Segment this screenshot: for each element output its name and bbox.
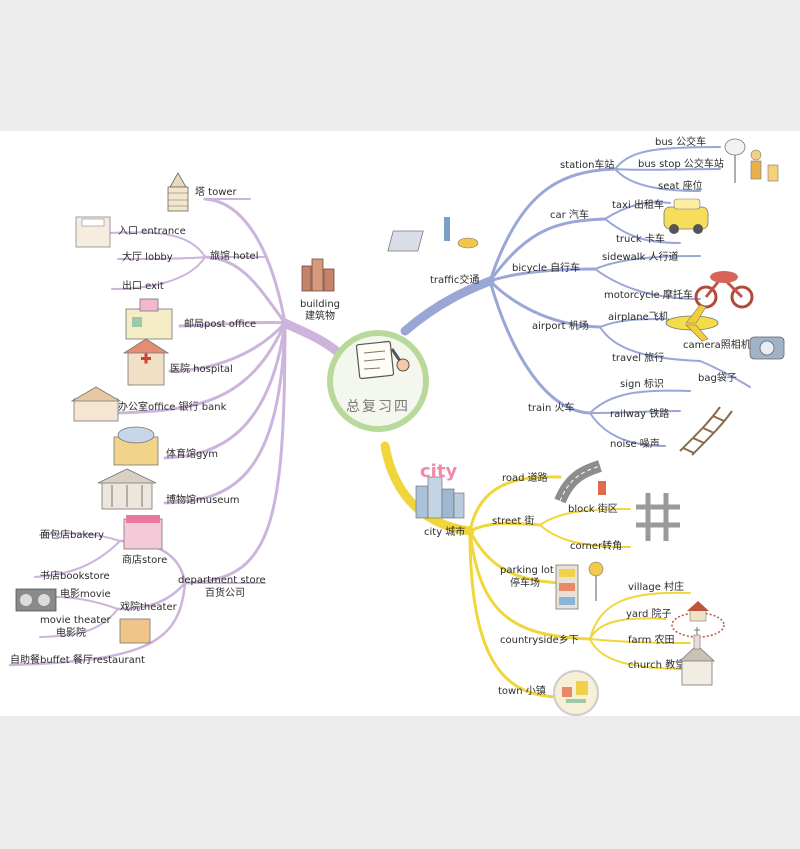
hotel-label: 旅馆 hotel xyxy=(210,249,259,262)
airport-label: airport 机场 xyxy=(532,319,589,332)
road-signpost-icon xyxy=(387,217,479,252)
buffet-restaurant-label: 自助餐buffet 餐厅restaurant xyxy=(10,653,145,666)
post-office-icon xyxy=(125,298,173,340)
railway-track-icon xyxy=(679,406,733,456)
village-label: village 村庄 xyxy=(628,580,684,593)
bag-label: bag袋子 xyxy=(698,371,737,384)
street-grid-icon xyxy=(636,493,680,541)
city-node[interactable]: city city 城市 xyxy=(415,461,465,538)
notepad-writing-icon xyxy=(355,340,410,380)
seat-label: seat 座位 xyxy=(658,179,703,192)
church-icon xyxy=(678,627,716,686)
city-branches xyxy=(380,441,691,699)
museum-label: 博物馆museum xyxy=(166,493,240,506)
movie-theater-label-zh: 电影院 xyxy=(56,626,86,639)
town-label: town 小镇 xyxy=(498,684,546,697)
gym-label: 体育馆gym xyxy=(166,447,218,460)
city-label: city 城市 xyxy=(424,525,465,538)
motorcycle-label: motorcycle 摩托车 xyxy=(604,288,693,301)
movie-theater-label-en: movie theater xyxy=(40,615,111,626)
airplane-icon xyxy=(665,304,719,342)
city-skyline-icon xyxy=(415,476,465,519)
road-icon xyxy=(554,460,606,504)
traffic-label: traffic交通 xyxy=(430,273,479,286)
buildings-icon xyxy=(301,258,335,292)
department-store-label-en: department store xyxy=(178,575,266,586)
central-topic-title: 总复习四 xyxy=(346,398,410,415)
countryside-label: countryside乡下 xyxy=(500,634,579,646)
sidewalk-label: sidewalk 人行道 xyxy=(602,250,679,263)
travel-label: travel 旅行 xyxy=(612,351,664,364)
bus-stop-sign-icon xyxy=(724,138,779,183)
taxi-label: taxi 出租车 xyxy=(612,198,664,211)
building-label-en: building xyxy=(300,299,340,310)
corner-label: corner转角 xyxy=(570,539,622,552)
hospital-label: 医院 hospital xyxy=(170,362,233,375)
taxi-icon xyxy=(663,198,709,234)
motorcycle-icon xyxy=(694,271,754,309)
mind-map: 总复习四 building 建筑物 塔 tower 入口 entrance 大厅… xyxy=(8,135,785,716)
yard-fence-icon xyxy=(671,601,725,638)
building-label-zh: 建筑物 xyxy=(305,309,335,322)
street-label: street 街 xyxy=(492,514,534,527)
parking-lot-label-zh: 停车场 xyxy=(510,576,540,589)
yard-label: yard 院子 xyxy=(626,607,672,620)
museum-icon xyxy=(97,468,157,510)
building-node[interactable]: building 建筑物 xyxy=(300,258,340,322)
mind-map-canvas: 总复习四 building 建筑物 塔 tower 入口 entrance 大厅… xyxy=(0,131,800,716)
store-label: 商店store xyxy=(122,553,167,566)
church-label: church 教堂 xyxy=(628,658,685,671)
movie-label: 电影movie xyxy=(60,587,111,600)
sign-label: sign 标识 xyxy=(620,378,664,390)
entrance-icon xyxy=(75,216,111,248)
film-reel-icon xyxy=(15,588,57,612)
block-label: block 街区 xyxy=(568,502,618,515)
store-icon xyxy=(123,515,163,550)
theater-icon xyxy=(119,618,151,644)
tower-label: 塔 tower xyxy=(195,185,238,198)
parking-lot-label-en: parking lot xyxy=(500,565,554,576)
city-sign-text: city xyxy=(420,461,457,482)
station-label: station车站 xyxy=(560,158,614,171)
bus-stop-label: bus stop 公交车站 xyxy=(638,157,724,170)
road-label: road 道路 xyxy=(502,471,548,484)
noise-label: noise 噪声 xyxy=(610,437,660,450)
gym-icon xyxy=(113,426,159,466)
exit-label: 出口 exit xyxy=(122,279,164,292)
parking-lot-icon xyxy=(555,561,604,610)
department-store-label-zh: 百货公司 xyxy=(205,586,245,599)
car-label: car 汽车 xyxy=(550,208,589,221)
truck-label: truck 卡车 xyxy=(616,232,665,245)
tower-icon xyxy=(167,172,189,212)
camera-icon xyxy=(749,336,785,360)
traffic-node[interactable]: traffic交通 xyxy=(387,217,479,286)
office-bank-label: 办公室office 银行 bank xyxy=(118,400,227,413)
hospital-icon xyxy=(122,338,170,386)
bakery-label: 面包店bakery xyxy=(40,528,104,541)
building-branches xyxy=(8,197,350,667)
lobby-label: 大厅 lobby xyxy=(122,250,173,263)
theater-label: 戏院theater xyxy=(120,600,178,613)
traffic-branches xyxy=(400,146,751,447)
farm-label: farm 农田 xyxy=(628,633,675,646)
bus-label: bus 公交车 xyxy=(655,135,706,148)
train-label: train 火车 xyxy=(528,401,574,414)
post-office-label: 邮局post office xyxy=(184,317,256,330)
bicycle-label: bicycle 自行车 xyxy=(512,261,580,274)
central-topic[interactable]: 总复习四 xyxy=(327,330,429,432)
entrance-label: 入口 entrance xyxy=(118,226,186,237)
airplane-label: airplane飞机 xyxy=(608,310,669,323)
camera-label: camera照相机 xyxy=(683,338,751,351)
bookstore-label: 书店bookstore xyxy=(40,569,110,582)
town-icon xyxy=(553,670,599,716)
office-bank-icon xyxy=(70,386,122,422)
railway-label: railway 铁路 xyxy=(610,407,669,420)
